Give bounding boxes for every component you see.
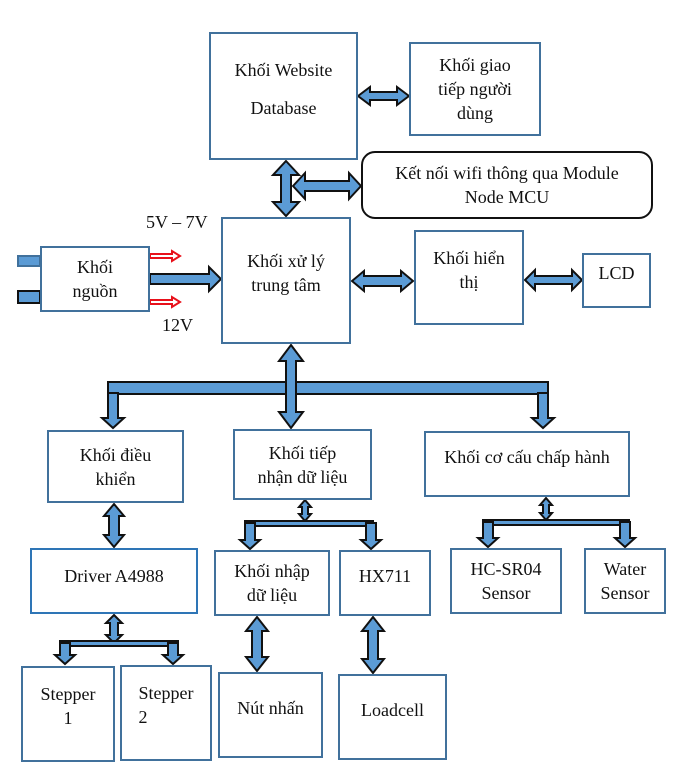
cpu-block: Khối xử lý trung tâm	[221, 217, 351, 344]
subbus-to-stepper2-arrow	[160, 642, 186, 666]
lcd-block: LCD	[582, 253, 651, 308]
database-label: Database	[250, 98, 317, 118]
website-database-block: Khối Website Database	[209, 32, 358, 160]
lcd-label: LCD	[598, 263, 635, 283]
power-label: Khối nguồn	[72, 257, 118, 301]
water-sensor-block: Water Sensor	[584, 548, 666, 614]
control-driver-double-arrow	[101, 502, 127, 549]
loadcell-block: Loadcell	[338, 674, 447, 760]
data-input-button-double-arrow	[243, 615, 271, 673]
driver-subbus-arrow	[103, 613, 125, 645]
push-button-block: Nút nhấn	[218, 672, 323, 758]
power-plug-top-icon	[17, 255, 41, 267]
main-bus-bar	[107, 381, 549, 395]
data-receive-subbus-arrow	[296, 498, 314, 523]
data-input-block: Khối nhập dữ liệu	[214, 550, 330, 616]
control-label: Khối điều khiển	[79, 444, 152, 489]
cpu-display-double-arrow	[350, 268, 415, 294]
user-interface-label: Khối giao tiếp người dùng	[438, 55, 512, 123]
data-receive-subbus-bar	[244, 520, 374, 527]
display-label: Khối hiển thị	[433, 248, 505, 292]
subbus-to-data-input-arrow	[237, 522, 263, 551]
cpu-label: Khối xử lý trung tâm	[247, 251, 325, 295]
subbus-to-water-sensor-arrow	[612, 521, 638, 549]
driver-subbus-bar	[59, 640, 179, 647]
power-plug-bottom-icon	[17, 290, 41, 304]
website-block-title: Khối Website	[234, 60, 333, 80]
actuator-subbus-bar	[482, 519, 630, 526]
hx711-loadcell-double-arrow	[359, 615, 387, 675]
actuator-subbus-arrow	[537, 496, 555, 522]
display-block: Khối hiển thị	[414, 230, 524, 325]
subbus-to-stepper1-arrow	[52, 642, 78, 666]
user-interface-block: Khối giao tiếp người dùng	[409, 42, 541, 136]
bus-to-control-arrow	[99, 392, 127, 430]
stepper-2-block: Stepper 2	[120, 665, 212, 761]
website-ui-double-arrow	[356, 85, 411, 107]
voltage-12v-arrow	[149, 295, 182, 309]
actuator-block: Khối cơ cấu chấp hành	[424, 431, 630, 497]
control-block: Khối điều khiển	[47, 430, 184, 503]
push-button-label: Nút nhấn	[237, 698, 304, 718]
voltage-5v-arrow	[149, 249, 182, 263]
website-cpu-double-arrow	[270, 159, 302, 218]
wifi-nodemcu-block: Kết nối wifi thông qua Module Node MCU	[361, 151, 653, 219]
hcsr04-sensor-block: HC-SR04 Sensor	[450, 548, 562, 614]
hcsr04-label: HC-SR04 Sensor	[470, 559, 542, 603]
power-block: Khối nguồn	[40, 246, 150, 312]
wifi-label: Kết nối wifi thông qua Module Node MCU	[395, 163, 619, 207]
cpu-wifi-double-arrow	[291, 170, 363, 202]
cpu-bus-data-receive-double-arrow	[277, 343, 305, 430]
actuator-label: Khối cơ cấu chấp hành	[444, 447, 610, 467]
subbus-to-hcsr04-arrow	[475, 521, 501, 549]
voltage-12v-label: 12V	[162, 315, 193, 335]
driver-a4988-block: Driver A4988	[30, 548, 198, 614]
water-sensor-label: Water Sensor	[600, 559, 650, 603]
data-input-label: Khối nhập dữ liệu	[234, 561, 310, 605]
stepper-2-label: Stepper 2	[138, 683, 194, 727]
voltage-5v-7v-label: 5V – 7V	[146, 212, 208, 232]
bus-to-actuator-arrow	[529, 392, 557, 430]
data-receive-block: Khối tiếp nhận dữ liệu	[233, 429, 372, 500]
power-cpu-arrow	[149, 264, 223, 294]
stepper-1-block: Stepper 1	[21, 666, 115, 762]
loadcell-label: Loadcell	[361, 700, 424, 720]
data-receive-label: Khối tiếp nhận dữ liệu	[257, 442, 348, 487]
hx711-block: HX711	[339, 550, 431, 616]
stepper-1-label: Stepper 1	[40, 684, 96, 728]
display-lcd-double-arrow	[523, 267, 584, 293]
driver-label: Driver A4988	[64, 566, 164, 586]
subbus-to-hx711-arrow	[358, 522, 384, 551]
hx711-label: HX711	[358, 566, 412, 586]
